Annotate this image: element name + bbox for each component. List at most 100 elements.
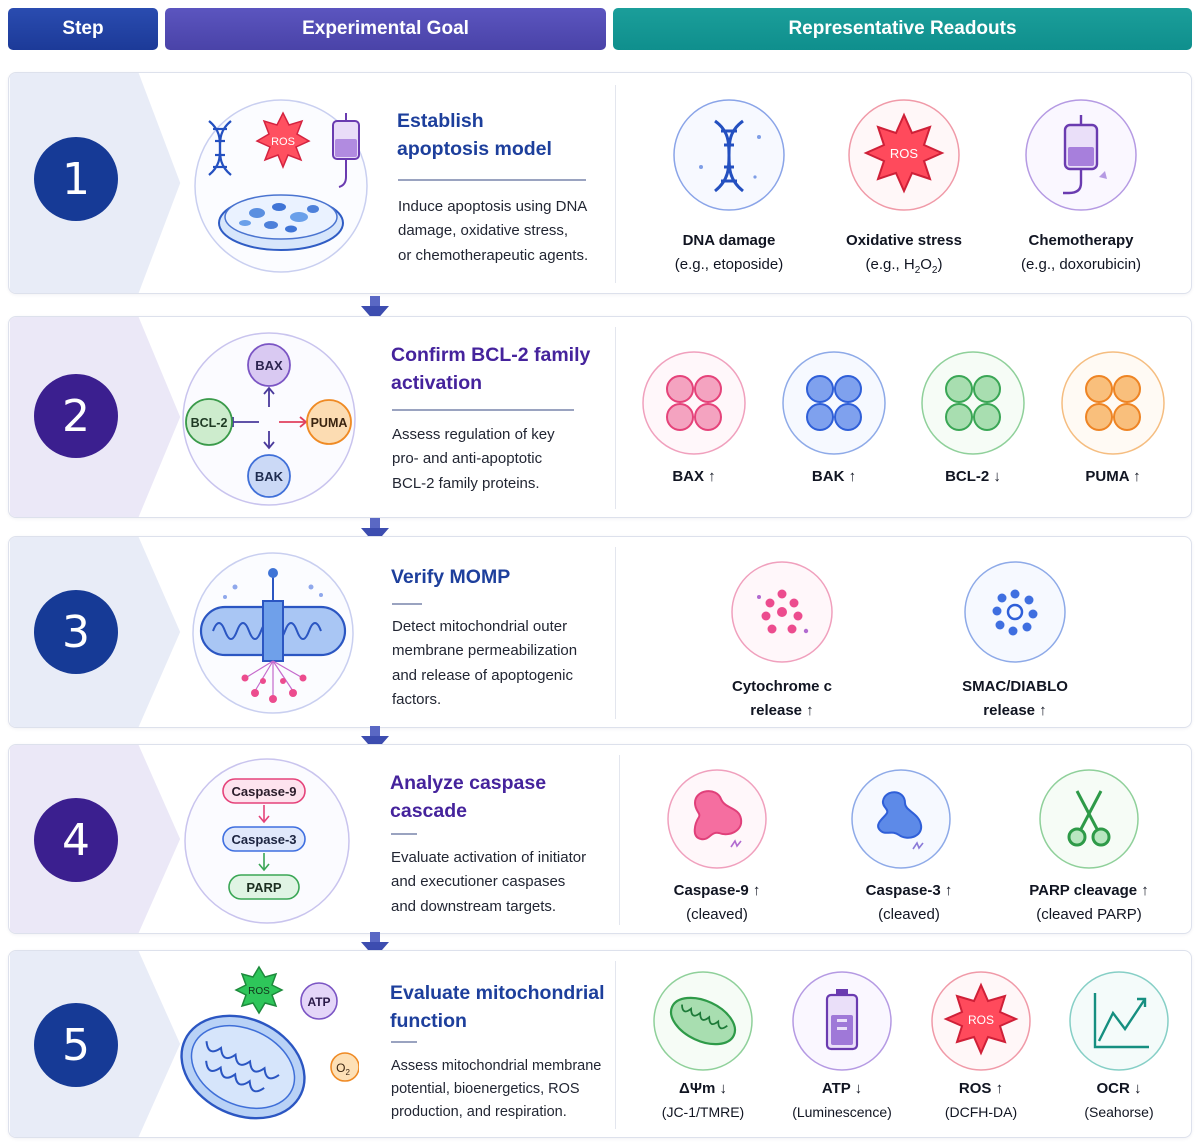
membrane-potential-icon: [653, 971, 753, 1071]
readout-detail: (DCFH-DA): [944, 1103, 1018, 1120]
column-divider: [619, 755, 620, 925]
puma-node: PUMA: [306, 399, 352, 445]
readout-label: DNA damage (e.g., etoposide): [634, 229, 824, 276]
step-row-4: 4 Caspase-9 Caspase-3 PARP Analyze caspa…: [8, 744, 1192, 934]
readout-name: OCR ↓: [1096, 1080, 1142, 1097]
node-label: Caspase-3: [231, 832, 296, 847]
readout-label: ATP ↓ (Luminescence): [747, 1077, 937, 1124]
caspase-3-cleaved-icon: [851, 769, 951, 869]
step-row-1: 1 ROS Establish apoptosis model: [8, 72, 1192, 294]
cytochrome-c-icon: [731, 561, 833, 663]
step-description: Evaluate activation of initiator and exe…: [391, 846, 616, 919]
readout-detail: (cleaved PARP): [1036, 905, 1142, 923]
step-description: Induce apoptosis using DNA damage, oxida…: [398, 195, 618, 268]
readout-name: ΔΨm ↓: [679, 1080, 727, 1097]
header-step: Step: [8, 8, 158, 50]
column-divider: [615, 327, 616, 509]
readout-name: DNA damage: [682, 232, 776, 249]
svg-text:O2: O2: [336, 1061, 350, 1077]
title-divider: [398, 179, 586, 181]
readout-label: PUMA ↑: [1028, 465, 1191, 489]
description-line: and release of apoptogenic: [392, 666, 573, 684]
step-title-line: apoptosis model: [397, 138, 552, 160]
bcl2-node: BCL-2: [185, 398, 233, 446]
readout-detail: (Seahorse): [1084, 1103, 1154, 1120]
readout-detail: (JC-1/TMRE): [661, 1103, 745, 1120]
readout-label: Oxidative stress (e.g., H2O2): [809, 229, 999, 282]
description-line: potential, bioenergetics, ROS: [391, 1081, 580, 1097]
step-title: Establish apoptosis model: [397, 107, 552, 163]
caspase-3-node: Caspase-3: [222, 826, 306, 852]
readout-name: BAX ↑: [672, 468, 716, 485]
step-description: Detect mitochondrial outer membrane perm…: [392, 615, 612, 712]
oxygen-badge: O2: [330, 1052, 359, 1082]
step-number-badge: 4: [34, 798, 118, 882]
line-chart-icon: [1069, 971, 1169, 1071]
description-line: and executioner caspases: [391, 873, 566, 891]
atp-battery-icon: [792, 971, 892, 1071]
node-label: BCL-2: [191, 416, 228, 430]
ros-readout-icon: ROS: [931, 971, 1031, 1071]
description-line: and downstream targets.: [391, 897, 557, 915]
readout-name: ROS ↑: [958, 1080, 1004, 1097]
description-line: Detect mitochondrial outer: [392, 618, 568, 635]
node-label: BAX: [255, 358, 283, 373]
description-line: BCL-2 family proteins.: [392, 474, 540, 492]
step-description: Assess regulation of key pro- and anti-a…: [392, 423, 612, 496]
formula-subscript: 2: [931, 264, 938, 276]
step-title: Analyze caspase cascade: [390, 769, 546, 825]
description-line: production, and respiration.: [391, 1104, 567, 1120]
readout-label: BCL-2 ↓: [888, 465, 1058, 489]
readout-detail: (cleaved): [686, 905, 748, 923]
description-line: Assess mitochondrial membrane: [391, 1058, 602, 1074]
header-experimental-goal: Experimental Goal: [165, 8, 606, 50]
step-number-badge: 3: [34, 590, 118, 674]
bcl2-network-illustration: BAX BCL-2 PUMA BAK: [182, 332, 356, 506]
mitochondrial-function-illustration: ROS ATP O2: [180, 965, 359, 1120]
node-label: Caspase-9: [231, 784, 296, 799]
readout-name: PARP cleavage ↑: [1029, 882, 1149, 899]
step-title: Confirm BCL-2 family activation: [391, 341, 590, 397]
step-title-line: cascade: [390, 800, 467, 822]
caspase-9-cleaved-icon: [667, 769, 767, 869]
readout-label: PARP cleavage ↑ (cleaved PARP): [994, 879, 1184, 926]
step-title-line: Establish: [397, 110, 484, 132]
iv-bag-icon: [332, 113, 360, 188]
step-title: Verify MOMP: [391, 563, 510, 591]
step-number-badge: 2: [34, 374, 118, 458]
step-title: Evaluate mitochondrial function: [390, 979, 605, 1035]
bak-protein-icon: [782, 351, 886, 455]
readout-detail: (e.g., H2O2): [809, 253, 999, 283]
down-arrow-icon: [361, 296, 389, 322]
readout-detail: (e.g., doxorubicin): [1020, 255, 1142, 273]
node-label: BAK: [255, 469, 284, 484]
step-number-badge: 1: [34, 137, 118, 221]
bax-protein-icon: [642, 351, 746, 455]
apoptosis-model-illustration: ROS: [194, 99, 368, 273]
readout-label: BAX ↑: [609, 465, 779, 489]
formula-subscript: 2: [914, 264, 921, 276]
header-representative-readouts: Representative Readouts: [613, 8, 1192, 50]
readout-name: Caspase-9 ↑: [673, 882, 761, 899]
readout-label: OCR ↓ (Seahorse): [1024, 1077, 1191, 1124]
title-divider: [391, 833, 417, 835]
badge-subscript: 2: [345, 1068, 350, 1077]
step-title-line: function: [390, 1010, 467, 1032]
dna-damage-icon: [673, 99, 785, 211]
title-divider: [392, 409, 574, 411]
readout-label: SMAC/DIABLO release ↑: [920, 675, 1110, 722]
step-row-3: 3 Verify MOMP Detect mitochondrial outer…: [8, 536, 1192, 728]
step-title-line: Verify MOMP: [391, 566, 511, 588]
ros-badge-label: ROS: [968, 1013, 994, 1027]
readout-name: Oxidative stress: [846, 232, 962, 249]
readout-label: Cytochrome c release ↑: [687, 675, 877, 722]
bak-node: BAK: [247, 454, 291, 498]
ros-burst-icon: ROS: [255, 111, 311, 169]
step-row-5: 5 ROS ATP O2 Evaluate mitochondrial func…: [8, 950, 1192, 1138]
puma-protein-icon: [1061, 351, 1165, 455]
readout-label: BAK ↑: [749, 465, 919, 489]
readout-name: BAK ↑: [811, 468, 857, 485]
step-title-line: Analyze caspase: [390, 772, 547, 794]
badge-label: O: [336, 1061, 345, 1075]
step-title-line: Confirm BCL-2 family: [391, 344, 591, 366]
